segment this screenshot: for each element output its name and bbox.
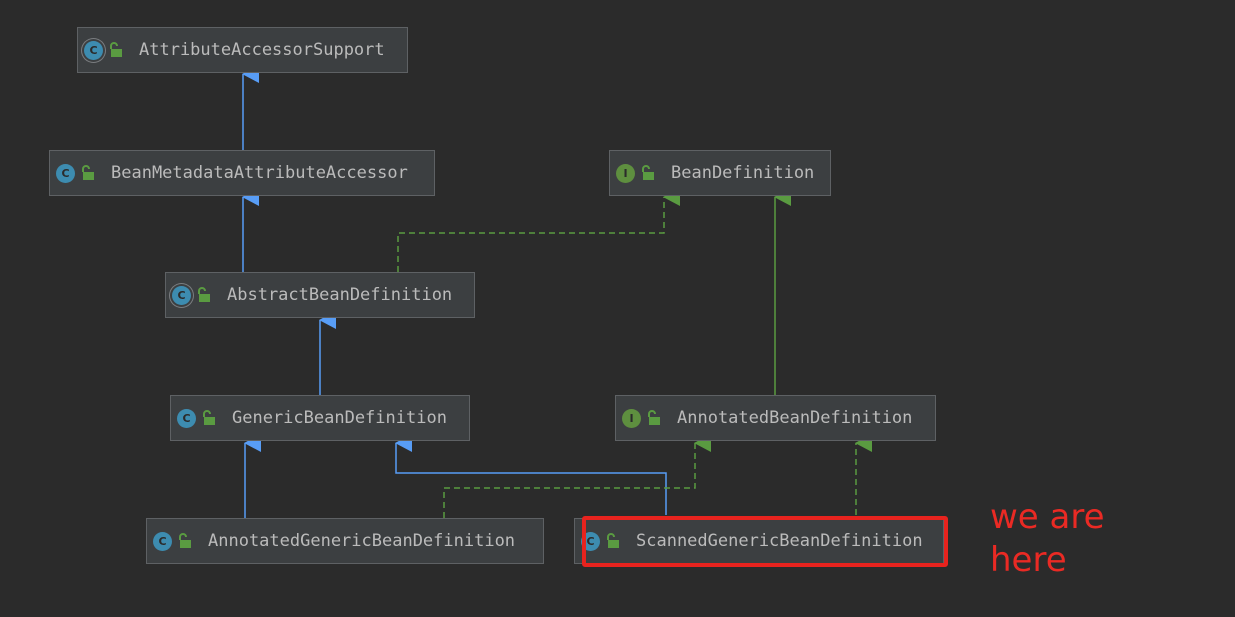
- class-icon: C: [56, 163, 75, 183]
- unlocked-padlock-icon: [82, 165, 94, 180]
- node-attributeaccessorsupport[interactable]: C AttributeAccessorSupport: [77, 27, 408, 73]
- unlocked-padlock-icon: [607, 533, 619, 548]
- node-label: BeanMetadataAttributeAccessor: [111, 163, 408, 183]
- class-icon: C: [153, 531, 172, 551]
- node-label: BeanDefinition: [671, 163, 815, 183]
- node-label: GenericBeanDefinition: [232, 408, 447, 428]
- annotation-note: we are here: [990, 496, 1105, 582]
- node-label: AttributeAccessorSupport: [139, 40, 385, 60]
- node-label: AnnotatedGenericBeanDefinition: [208, 531, 516, 551]
- edge-scannedgenericbeandefinition-to-genericbeandefinition: [395, 434, 667, 515]
- unlocked-padlock-icon: [198, 287, 210, 302]
- unlocked-padlock-icon: [179, 533, 191, 548]
- node-beanmetadataattributeaccessor[interactable]: C BeanMetadataAttributeAccessor: [49, 150, 435, 196]
- abstract-class-icon: C: [84, 40, 103, 60]
- annotation-line-2: here: [990, 540, 1067, 580]
- highlight-box: [582, 516, 948, 567]
- node-annotatedbeandefinition[interactable]: I AnnotatedBeanDefinition: [615, 395, 936, 441]
- edge-abstractbeandefinition-to-beandefinition: [397, 188, 680, 272]
- node-annotatedgenericbeandefinition[interactable]: C AnnotatedGenericBeanDefinition: [146, 518, 544, 564]
- class-icon: C: [177, 408, 196, 428]
- interface-icon: I: [616, 163, 635, 183]
- node-label: AbstractBeanDefinition: [227, 285, 453, 305]
- annotation-line-1: we are: [990, 497, 1105, 537]
- unlocked-padlock-icon: [110, 42, 122, 57]
- node-label: AnnotatedBeanDefinition: [677, 408, 913, 428]
- node-genericbeandefinition[interactable]: C GenericBeanDefinition: [170, 395, 470, 441]
- edge-annotatedgenericbeandefinition-to-annotatedbeandefinition: [443, 434, 711, 518]
- abstract-class-icon: C: [172, 285, 191, 305]
- node-abstractbeandefinition[interactable]: C AbstractBeanDefinition: [165, 272, 475, 318]
- unlocked-padlock-icon: [203, 410, 215, 425]
- interface-icon: I: [622, 408, 641, 428]
- node-beandefinition[interactable]: I BeanDefinition: [609, 150, 831, 196]
- unlocked-padlock-icon: [648, 410, 660, 425]
- unlocked-padlock-icon: [642, 165, 654, 180]
- node-label: ScannedGenericBeanDefinition: [636, 531, 923, 551]
